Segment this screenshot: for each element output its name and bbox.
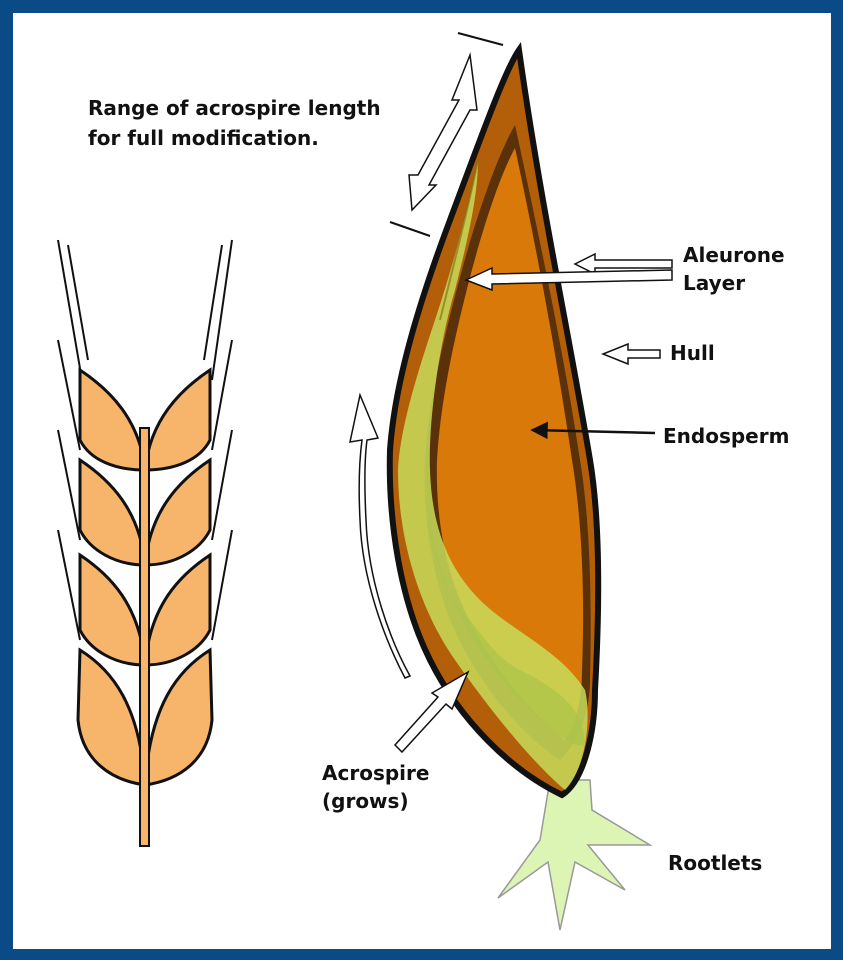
hull-arrow	[603, 344, 660, 364]
wheat-kernel	[145, 460, 210, 565]
wheat-kernel	[145, 555, 210, 665]
aleurone-label-line2: Layer	[683, 271, 745, 295]
rootlets-shape	[498, 780, 650, 930]
wheat-kernel	[80, 370, 145, 470]
rootlets-label: Rootlets	[668, 851, 762, 875]
range-label-line1: Range of acrospire length	[88, 96, 381, 120]
wheat-stem	[140, 428, 149, 846]
range-label-line2: for full modification.	[88, 126, 319, 150]
wheat-kernel	[80, 555, 145, 665]
wheat-kernel	[80, 460, 145, 565]
acrospire-label-line2: (grows)	[322, 789, 409, 813]
wheat-kernel	[78, 650, 145, 785]
endosperm-label: Endosperm	[663, 424, 789, 448]
wheat-kernel	[145, 370, 210, 470]
aleurone-label-line1: Aleurone	[683, 243, 785, 267]
acrospire-pointer-arrow	[395, 672, 468, 752]
wheat-ear-illustration	[58, 240, 232, 846]
hull-label: Hull	[670, 341, 715, 365]
acrospire-label-line1: Acrospire	[322, 761, 429, 785]
wheat-kernel	[145, 650, 212, 785]
